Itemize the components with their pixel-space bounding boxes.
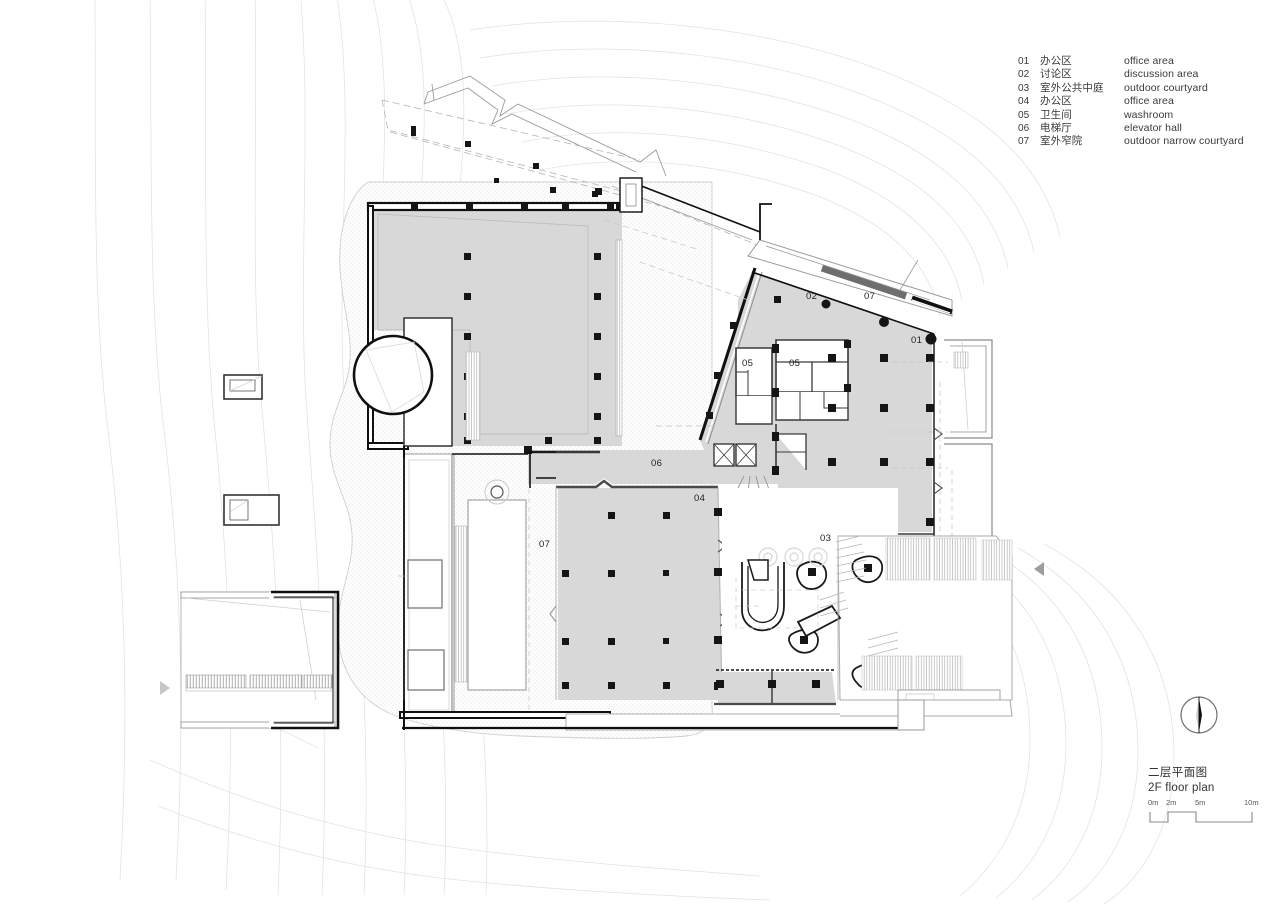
- room-tag-07-west: 07: [539, 539, 551, 550]
- room-tag-03: 03: [820, 533, 832, 544]
- title-block: 二层平面图 2F floor plan: [1148, 766, 1268, 796]
- legend-en-02: discussion area: [1124, 68, 1199, 81]
- room-tag-05-right: 05: [789, 358, 801, 369]
- legend-en-07: outdoor narrow courtyard: [1124, 135, 1244, 148]
- washroom-core: [713, 339, 849, 470]
- office-block-04: [549, 479, 729, 701]
- legend-item-02: 02 讨论区 discussion area: [1018, 68, 1268, 81]
- outdoor-courtyard-03: [722, 488, 1013, 717]
- legend-item-04: 04 办公区 office area: [1018, 95, 1268, 108]
- southwest-building: [180, 590, 340, 730]
- north-arrow: [1180, 696, 1218, 734]
- section-marker-east: [1034, 562, 1044, 576]
- legend-cn-01: 办公区: [1040, 55, 1072, 67]
- legend-en-06: elevator hall: [1124, 122, 1182, 135]
- scale-bar: 0m 2m 5m 10m: [1148, 798, 1260, 830]
- scale-bar-graphic: [1149, 811, 1253, 823]
- west-link-walls: [403, 446, 556, 730]
- legend-num-03: 03: [1018, 82, 1030, 94]
- legend-item-06: 06 电梯厅 elevator hall: [1018, 122, 1268, 135]
- room-tag-05-left: 05: [742, 358, 754, 369]
- scale-label-2m: 2m: [1166, 798, 1177, 807]
- legend-num-04: 04: [1018, 96, 1030, 108]
- northwest-block: [352, 201, 626, 450]
- legend-num-06: 06: [1018, 123, 1030, 135]
- room-tag-04: 04: [694, 493, 706, 504]
- upper-site-columns: [411, 126, 602, 197]
- legend: 01 办公区 office area 02 讨论区 discussion are…: [1018, 55, 1268, 149]
- legend-num-07: 07: [1018, 136, 1030, 148]
- legend-en-03: outdoor courtyard: [1124, 81, 1208, 94]
- scale-label-0m: 0m: [1148, 798, 1159, 807]
- east-outer-shell: [892, 339, 993, 561]
- room-tag-07-east: 07: [864, 291, 876, 302]
- room-tag-02: 02: [806, 291, 818, 302]
- property-dashed-lines: [398, 219, 749, 577]
- narrow-courtyard-west: [399, 453, 611, 719]
- site-object-lower: [223, 494, 280, 526]
- scale-bar-labels: 0m 2m 5m 10m: [1148, 798, 1260, 809]
- plan-title-cn: 二层平面图: [1148, 767, 1208, 779]
- legend-cn-04: 办公区: [1040, 95, 1072, 108]
- legend-cn-07: 室外窄院: [1040, 135, 1083, 148]
- plan-title-en: 2F floor plan: [1148, 782, 1215, 794]
- legend-cn-06: 电梯厅: [1040, 122, 1072, 135]
- room-tag-06: 06: [651, 458, 663, 469]
- legend-en-05: washroom: [1124, 108, 1174, 121]
- legend-en-04: office area: [1124, 95, 1174, 108]
- legend-num-02: 02: [1018, 69, 1030, 81]
- legend-cn-05: 卫生间: [1040, 108, 1072, 121]
- legend-item-05: 05 卫生间 washroom: [1018, 109, 1268, 122]
- legend-num-01: 01: [1018, 56, 1030, 67]
- site-object-upper: [223, 374, 263, 400]
- scale-label-5m: 5m: [1195, 798, 1206, 807]
- site-contours: [94, 0, 1175, 904]
- site-roof-lines: [423, 75, 667, 177]
- legend-cn-02: 讨论区: [1040, 68, 1072, 81]
- scale-label-10m: 10m: [1244, 798, 1259, 807]
- east-wing: [619, 177, 953, 536]
- legend-item-03: 03 室外公共中庭 outdoor courtyard: [1018, 82, 1268, 95]
- room-tag-01: 01: [911, 335, 923, 346]
- legend-item-01: 01 办公区 office area: [1018, 55, 1268, 68]
- section-marker-west: [160, 681, 170, 695]
- legend-cn-03: 室外公共中庭: [1040, 81, 1104, 94]
- legend-num-05: 05: [1018, 109, 1030, 121]
- legend-en-01: office area: [1124, 55, 1174, 67]
- south-terrace: [402, 669, 1013, 731]
- legend-item-07: 07 室外窄院 outdoor narrow courtyard: [1018, 135, 1268, 148]
